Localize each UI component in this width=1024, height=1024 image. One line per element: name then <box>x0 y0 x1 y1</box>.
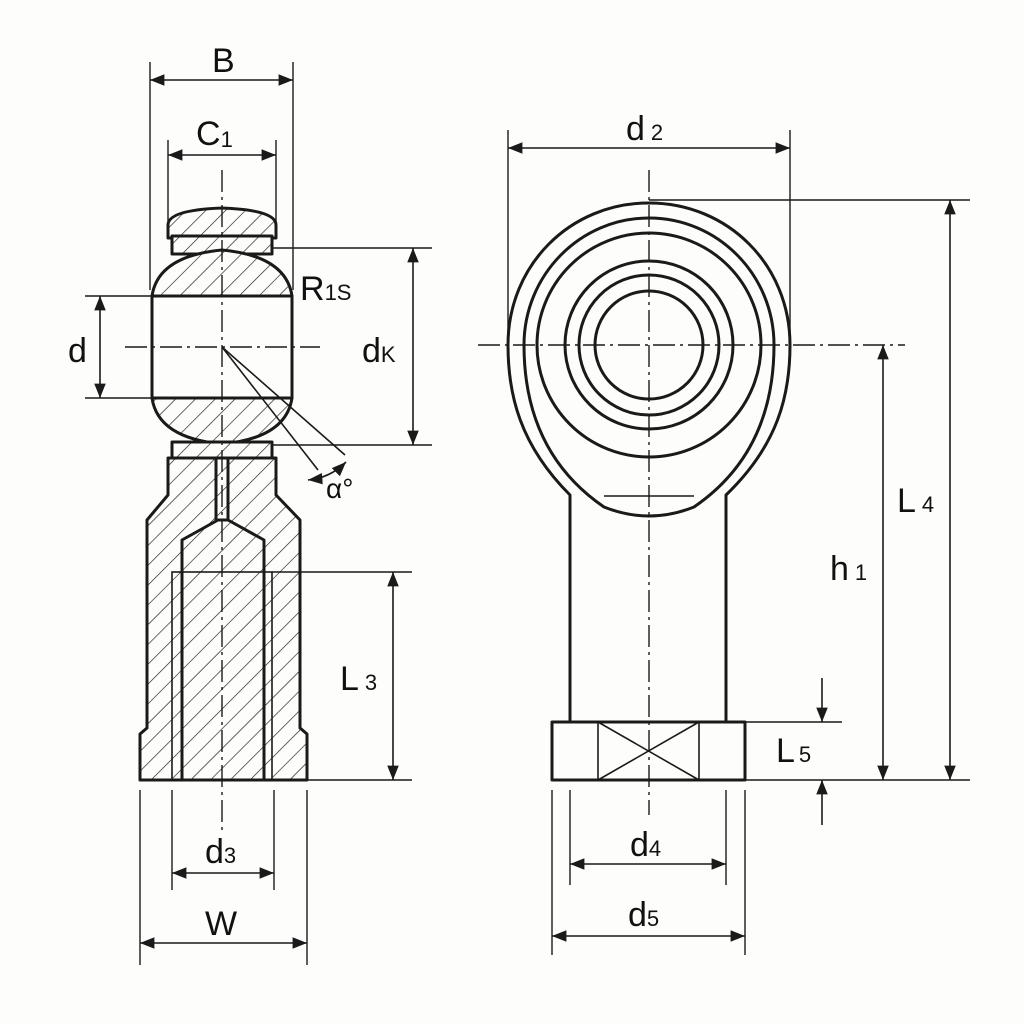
label-d4: d4 <box>630 826 661 864</box>
label-d3: d3 <box>205 833 236 871</box>
label-d: d <box>68 332 87 370</box>
label-R1s: R1S <box>300 270 351 308</box>
label-C1: C1 <box>196 115 233 153</box>
angle-arc <box>307 461 347 485</box>
angle-line-b <box>221 346 346 456</box>
eye-inner-contour <box>522 216 776 518</box>
housing-shank <box>138 456 309 782</box>
section-view <box>85 62 432 965</box>
eye-outer-profile <box>506 201 792 724</box>
label-B: B <box>212 42 235 80</box>
angle-line-a <box>221 346 319 471</box>
label-W: W <box>205 905 237 943</box>
label-d5: d5 <box>628 896 659 934</box>
front-view <box>478 130 970 955</box>
label-alpha: α° <box>326 473 353 504</box>
label-dk: dK <box>362 332 396 370</box>
